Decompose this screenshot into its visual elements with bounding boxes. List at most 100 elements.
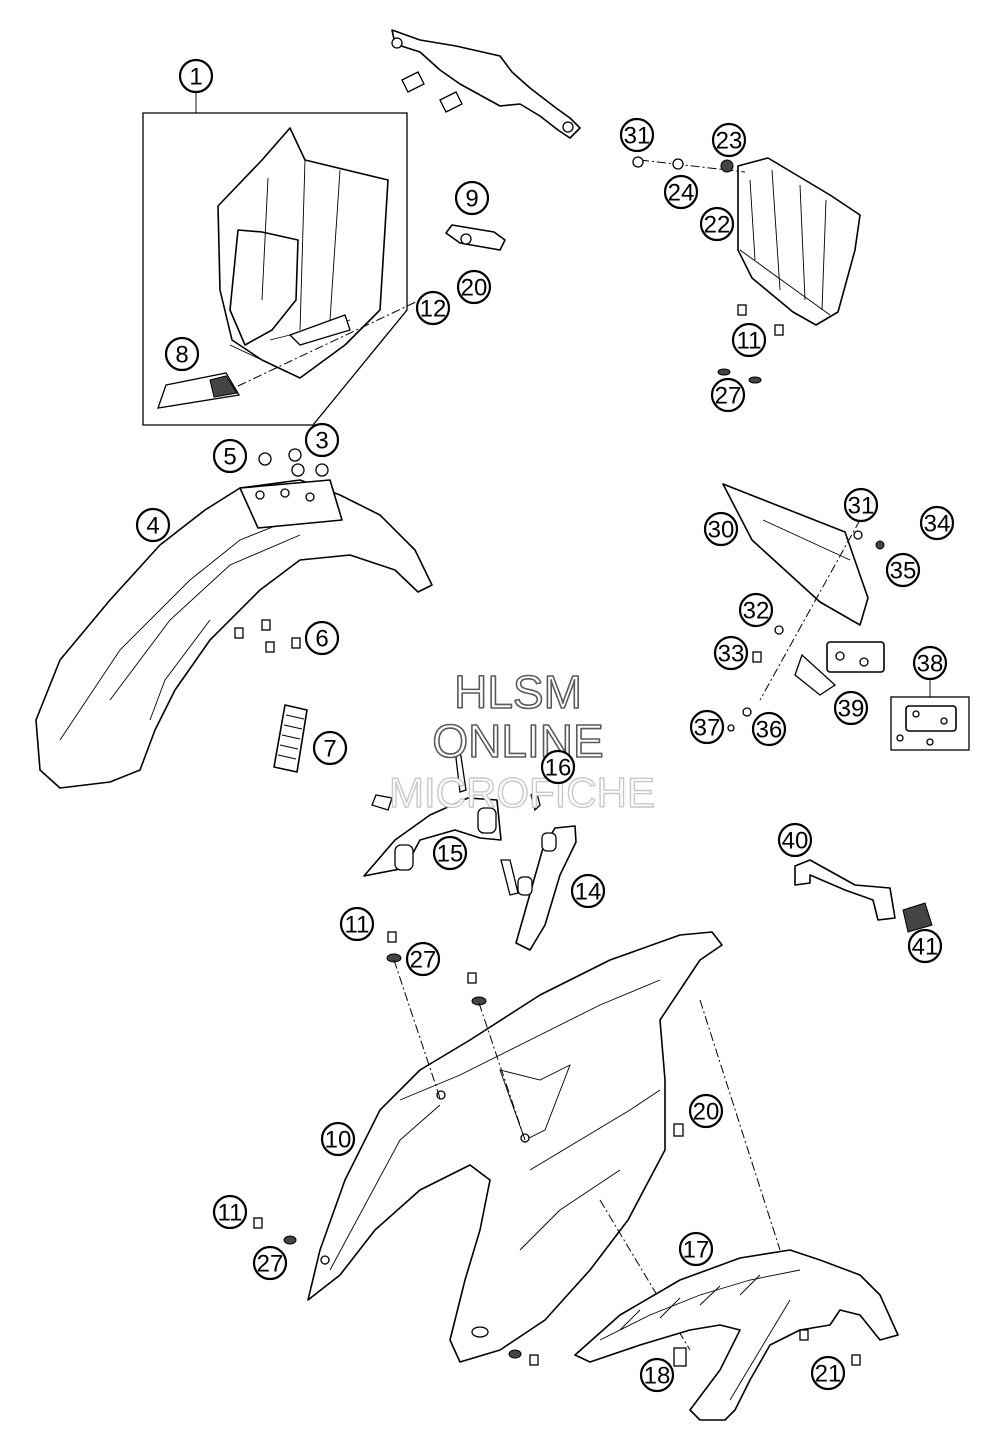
callout-35: 35 <box>885 552 921 588</box>
callout-40: 40 <box>777 822 813 858</box>
callout-32: 32 <box>738 592 774 628</box>
callout-label: 21 <box>815 1361 842 1388</box>
callout-circle <box>699 206 735 242</box>
callout-39: 39 <box>833 690 869 726</box>
callout-38: 38 <box>912 645 948 681</box>
callout-circle <box>711 122 747 158</box>
callout-33: 33 <box>713 635 749 671</box>
callout-27: 27 <box>405 941 441 977</box>
callout-circle <box>912 645 948 681</box>
callout-circle <box>304 620 340 656</box>
callout-7: 7 <box>312 730 348 766</box>
callout-label: 30 <box>708 517 735 544</box>
callout-circle <box>710 377 746 413</box>
callout-4: 4 <box>135 507 171 543</box>
callout-18: 18 <box>639 1357 675 1393</box>
callout-circle <box>454 180 490 216</box>
callout-label: 34 <box>924 511 951 538</box>
callout-label: 20 <box>693 1099 720 1126</box>
callout-label: 40 <box>782 828 809 855</box>
reflector-bracket <box>794 859 933 933</box>
callout-circle <box>703 511 739 547</box>
callout-label: 39 <box>838 696 865 723</box>
license-plate-bracket <box>722 483 885 732</box>
callout-31: 31 <box>843 487 879 523</box>
rear-fender <box>253 931 781 1366</box>
callout-11: 11 <box>731 322 767 358</box>
callout-label: 6 <box>315 626 328 653</box>
callout-label: 16 <box>545 755 572 782</box>
callout-8: 8 <box>164 336 200 372</box>
callout-circle <box>688 1093 724 1129</box>
callout-label: 41 <box>912 934 939 961</box>
callout-circle <box>339 906 375 942</box>
callout-label: 5 <box>223 444 236 471</box>
callout-24: 24 <box>663 174 699 210</box>
callout-label: 17 <box>683 1237 710 1264</box>
callout-label: 27 <box>410 947 437 974</box>
headlight-mask-assembly <box>142 92 421 426</box>
headlight-bracket <box>391 29 581 139</box>
side-guard-15 <box>363 747 541 877</box>
callout-label: 20 <box>461 275 488 302</box>
number-plate-holder <box>639 157 861 326</box>
callout-circle <box>885 552 921 588</box>
callout-circle <box>570 873 606 909</box>
callout-circle <box>907 928 943 964</box>
callout-36: 36 <box>751 711 787 747</box>
watermark-line-3: MICROFICHE <box>389 769 655 816</box>
callout-label: 33 <box>718 641 745 668</box>
callout-27: 27 <box>252 1245 288 1281</box>
callout-circle <box>810 1355 846 1391</box>
callout-circle <box>919 505 955 541</box>
callout-circle <box>164 336 200 372</box>
callout-22: 22 <box>699 206 735 242</box>
callout-9: 9 <box>454 180 490 216</box>
callout-circle <box>178 58 214 94</box>
callout-label: 37 <box>694 715 721 742</box>
callout-17: 17 <box>678 1231 714 1267</box>
fender-grille <box>273 704 308 773</box>
callout-circle <box>540 749 576 785</box>
callout-1: 1 <box>178 58 214 94</box>
callout-circle <box>713 635 749 671</box>
front-fender <box>35 448 433 789</box>
callout-circle <box>639 1357 675 1393</box>
callout-label: 8 <box>175 342 188 369</box>
callout-21: 21 <box>810 1355 846 1391</box>
callout-label: 4 <box>146 513 159 540</box>
callout-label: 31 <box>848 493 875 520</box>
callout-circle <box>320 1121 356 1157</box>
callout-circle <box>212 438 248 474</box>
callout-label: 1 <box>189 64 202 91</box>
callout-27: 27 <box>710 377 746 413</box>
callout-label: 14 <box>575 879 602 906</box>
callout-circle <box>689 709 725 745</box>
callout-label: 38 <box>917 651 944 678</box>
callout-circle <box>415 290 451 326</box>
callout-label: 24 <box>668 180 695 207</box>
callout-31: 31 <box>619 117 655 153</box>
callout-label: 11 <box>218 1200 243 1227</box>
callout-3: 3 <box>304 422 340 458</box>
callout-circle <box>432 835 468 871</box>
callout-circle <box>663 174 699 210</box>
callout-circle <box>833 690 869 726</box>
callout-circle <box>252 1245 288 1281</box>
callout-circle <box>456 269 492 305</box>
callout-circle <box>619 117 655 153</box>
callout-label: 9 <box>465 186 478 213</box>
callout-label: 3 <box>315 428 328 455</box>
callout-label: 7 <box>323 736 336 763</box>
cable-clip <box>445 224 506 251</box>
callout-label: 11 <box>345 912 370 939</box>
callout-label: 10 <box>325 1127 352 1154</box>
callout-16: 16 <box>540 749 576 785</box>
callout-label: 11 <box>737 328 762 355</box>
callout-circle <box>304 422 340 458</box>
callout-23: 23 <box>711 122 747 158</box>
callout-circle <box>135 507 171 543</box>
callout-label: 15 <box>437 841 464 868</box>
callout-6: 6 <box>304 620 340 656</box>
